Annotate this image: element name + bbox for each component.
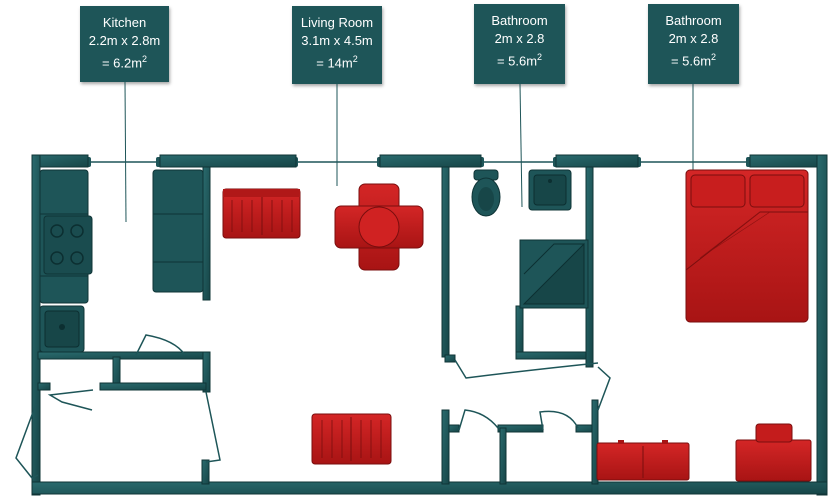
sofa-icon	[311, 413, 392, 465]
desk-chair-icon	[735, 423, 812, 482]
stove-icon	[43, 215, 93, 275]
room-label-living-room: Living Room 3.1m x 4.5m = 14m2	[292, 6, 382, 84]
door-swings	[15, 334, 611, 479]
room-name: Kitchen	[102, 15, 147, 30]
room-dimensions: 3.1m x 4.5m	[301, 33, 373, 48]
counter-seams	[40, 213, 203, 277]
bathroom-sink-icon	[528, 169, 572, 211]
room-name: Bathroom	[491, 13, 548, 28]
room-area: = 5.6m2	[670, 52, 717, 69]
room-area: = 14m2	[316, 54, 358, 71]
room-name: Living Room	[300, 15, 374, 30]
room-name: Bathroom	[665, 13, 722, 28]
dining-table-icon	[334, 183, 424, 271]
bed-icon	[685, 169, 809, 323]
leader-lines	[124, 81, 694, 223]
shower-icon	[519, 239, 589, 309]
room-label-bathroom-2: Bathroom 2m x 2.8 = 5.6m2	[648, 4, 739, 84]
room-dimensions: 2m x 2.8	[668, 31, 719, 46]
walls	[31, 154, 828, 496]
room-area: = 5.6m2	[496, 52, 543, 69]
kitchen-sink-icon	[39, 305, 85, 353]
room-label-kitchen: Kitchen 2.2m x 2.8m = 6.2m2	[80, 6, 169, 82]
room-dimensions: 2.2m x 2.8m	[88, 33, 161, 48]
toilet-icon	[471, 169, 501, 217]
room-dimensions: 2m x 2.8	[494, 31, 545, 46]
room-label-bathroom-1: Bathroom 2m x 2.8 = 5.6m2	[474, 4, 565, 84]
sofa-icon	[222, 188, 301, 239]
dresser-icon	[596, 440, 690, 481]
room-area: = 6.2m2	[101, 54, 148, 71]
